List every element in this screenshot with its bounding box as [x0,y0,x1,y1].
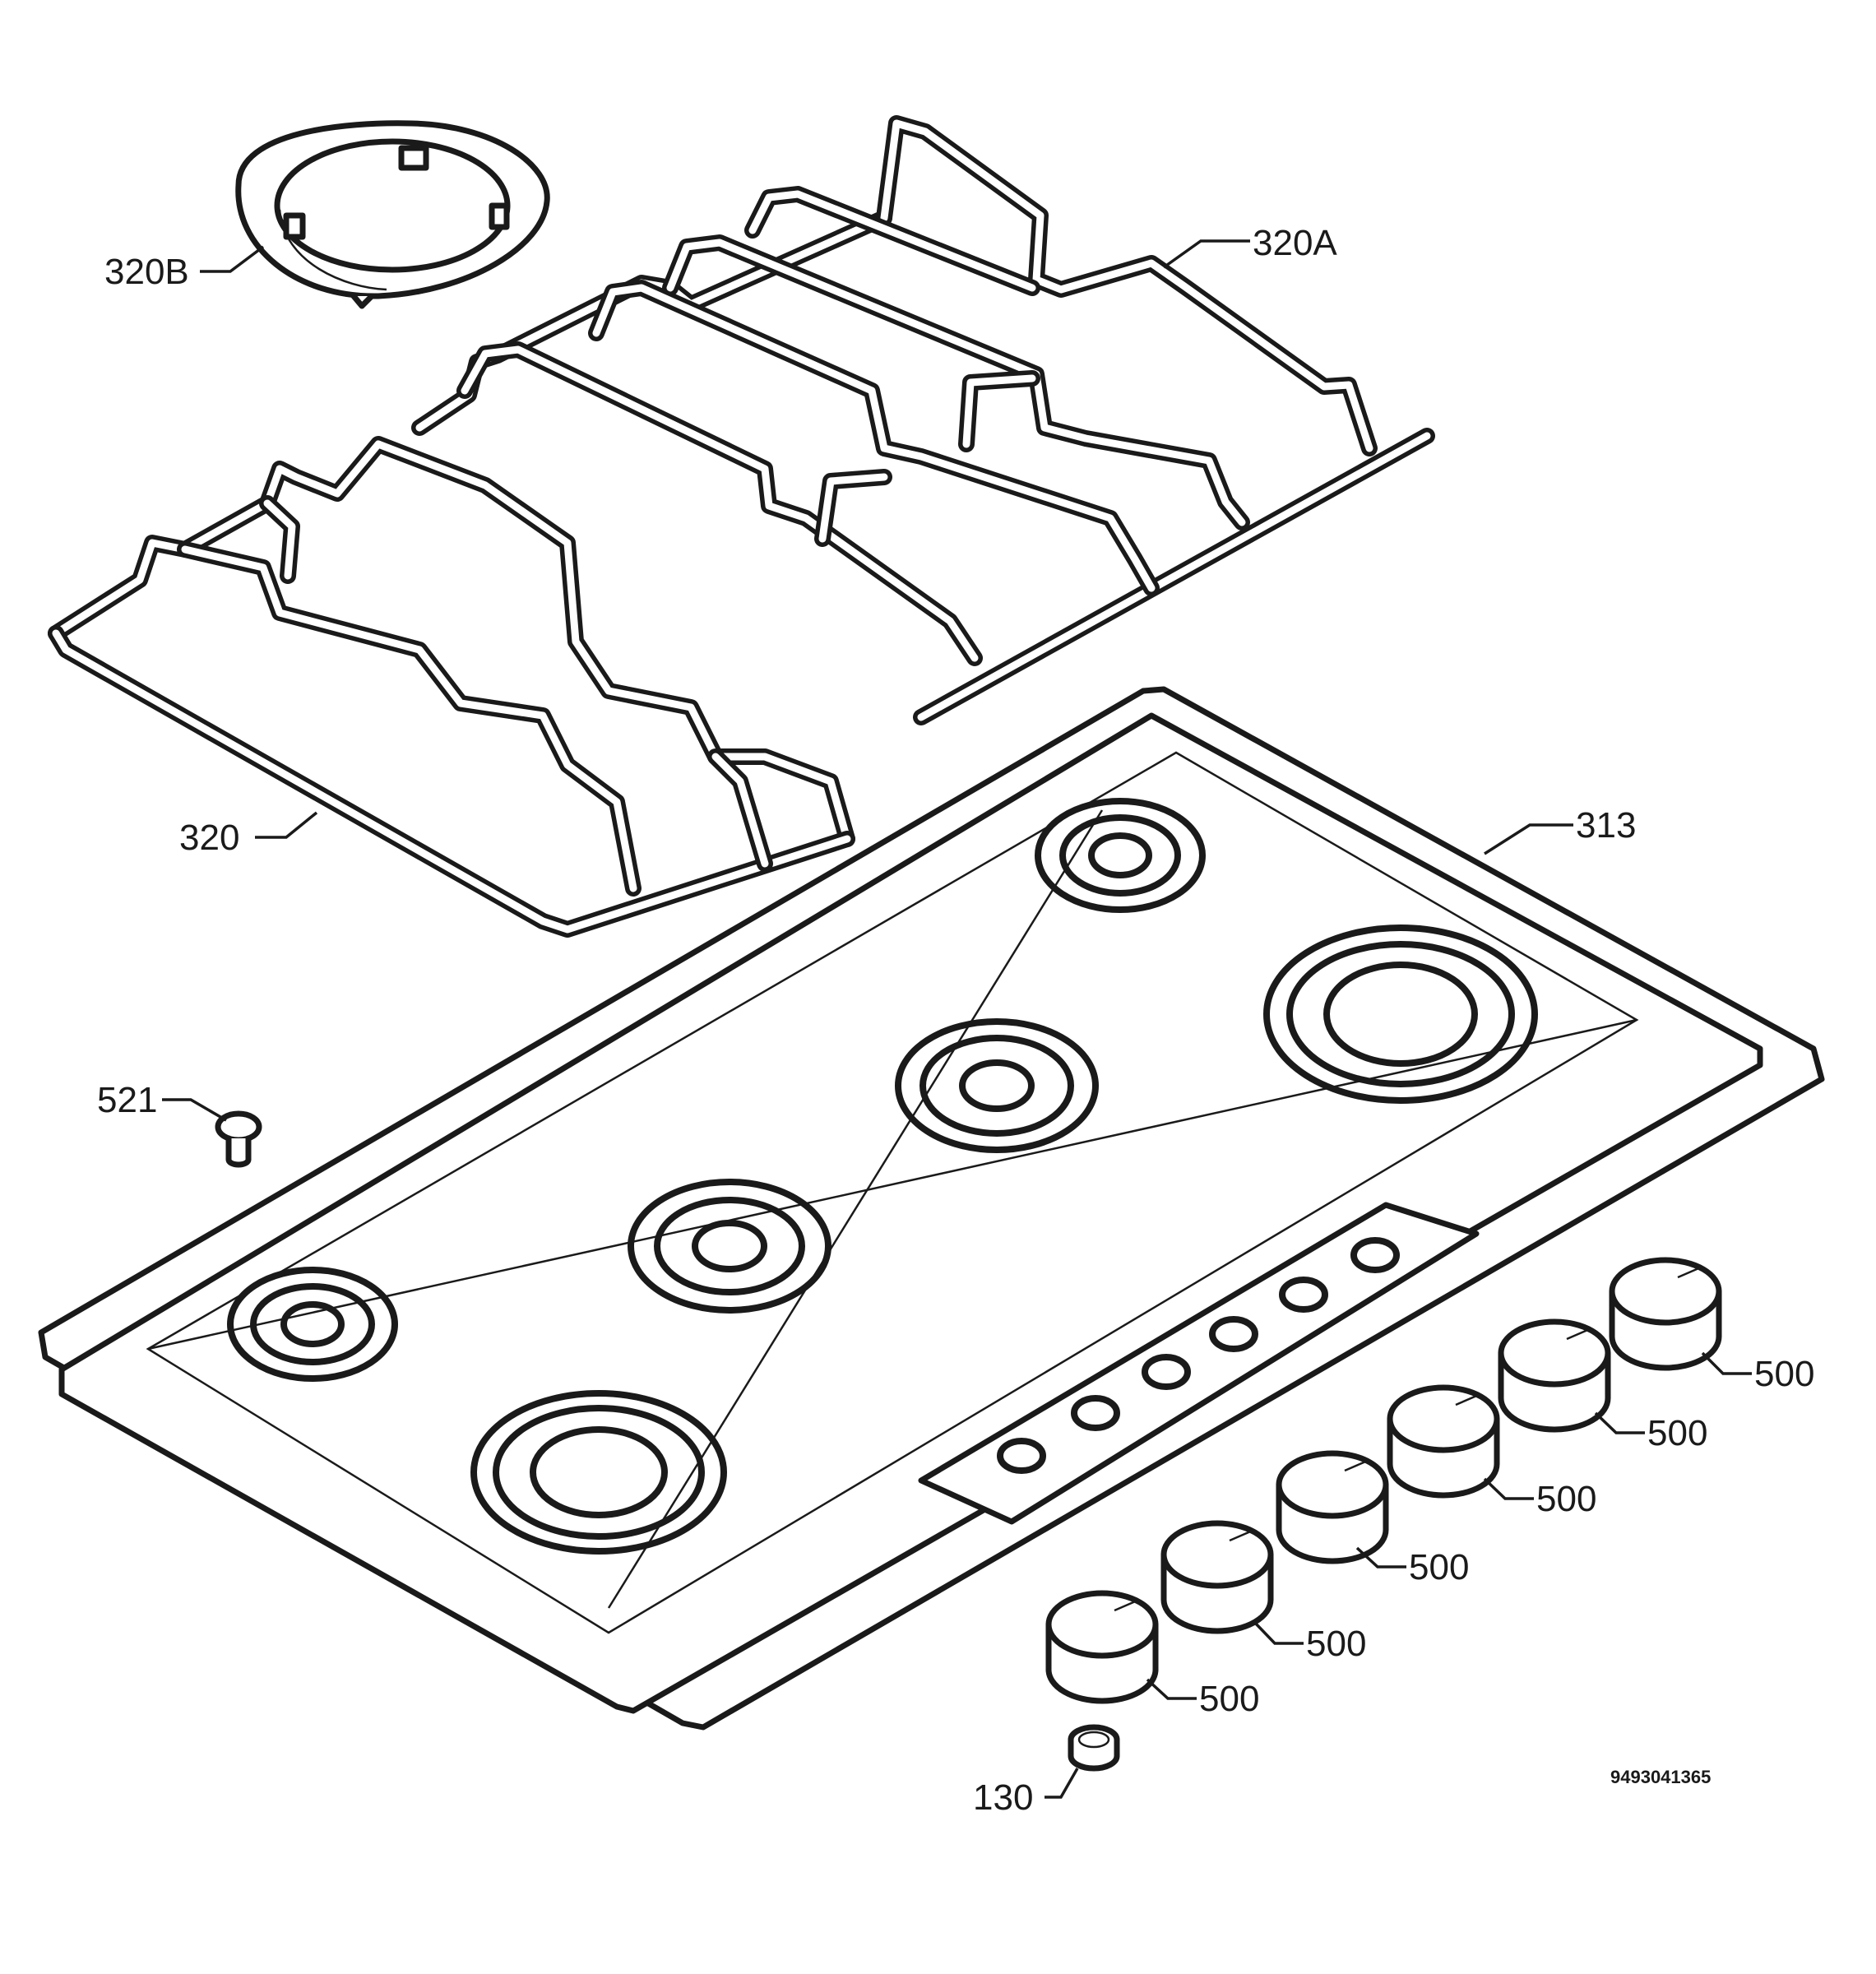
label-313: 313 [1576,805,1636,846]
pan-support-grid-320a [411,115,1435,725]
label-500: 500 [1306,1624,1366,1664]
label-500: 500 [1199,1679,1259,1719]
label-521: 521 [97,1080,157,1120]
washer-130 [1068,1724,1120,1772]
control-knob [1160,1520,1274,1634]
control-knob [1045,1590,1159,1704]
burner-top-center [1035,798,1206,913]
leader-lines [162,239,1752,1799]
label-500: 500 [1409,1547,1469,1587]
burner-far-left [227,1267,398,1382]
burner-bottom-left-large [470,1390,727,1555]
control-knob [1276,1450,1389,1564]
control-knob [1498,1318,1611,1433]
label-500: 500 [1536,1479,1596,1519]
label-320a: 320A [1253,223,1337,263]
label-320b: 320B [104,252,189,292]
control-knob [1609,1257,1722,1371]
label-500: 500 [1754,1354,1814,1394]
label-130: 130 [973,1777,1033,1818]
diagram-code: 9493041365 [1610,1767,1711,1787]
burner-top-right [1263,924,1538,1104]
label-320: 320 [179,818,239,858]
screw-521 [215,1110,262,1168]
burner-ring-320b [235,120,550,309]
hob-top-313 [38,686,1825,1731]
label-500: 500 [1647,1413,1707,1453]
pan-support-grid-320 [48,436,855,938]
burner-middle [895,1018,1099,1153]
control-knob [1387,1384,1500,1499]
burner-left-middle [628,1179,831,1314]
